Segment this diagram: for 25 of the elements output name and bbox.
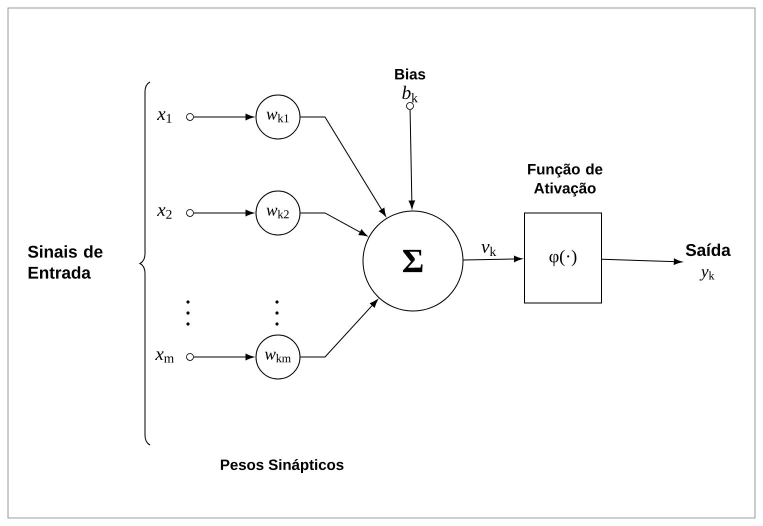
signal-label: x$_{m}$ bbox=[155, 351, 174, 363]
arrow bbox=[193, 354, 254, 360]
arrow bbox=[463, 256, 522, 262]
input-terminal bbox=[186, 209, 194, 217]
arrow bbox=[193, 210, 254, 216]
summing-junction: Σ bbox=[362, 210, 464, 312]
input-terminal bbox=[186, 113, 194, 121]
weights-label: Pesos Sinápticos bbox=[220, 458, 344, 474]
arrow bbox=[300, 212, 368, 236]
signal-label: x$_{1}$ bbox=[156, 111, 172, 123]
function-label: Função de Ativação bbox=[528, 164, 602, 196]
output-label: Saída y$_{k}$ bbox=[686, 243, 731, 281]
arrow bbox=[193, 114, 254, 120]
input-terminal bbox=[406, 102, 414, 110]
arrow bbox=[300, 299, 378, 358]
arrow bbox=[408, 109, 415, 209]
edge-label: v$_{k}$ bbox=[480, 242, 498, 257]
activation-box: φ(·) bbox=[524, 212, 602, 304]
arrow bbox=[602, 258, 682, 265]
arrow bbox=[300, 116, 386, 217]
bias-label: Bias bbox=[395, 68, 426, 80]
input-terminal bbox=[186, 353, 194, 361]
signal-label: x$_{2}$ bbox=[156, 207, 172, 219]
signal-label: b$_{k}$ bbox=[402, 86, 418, 102]
input-label: Sinais de Entrada bbox=[28, 245, 103, 279]
